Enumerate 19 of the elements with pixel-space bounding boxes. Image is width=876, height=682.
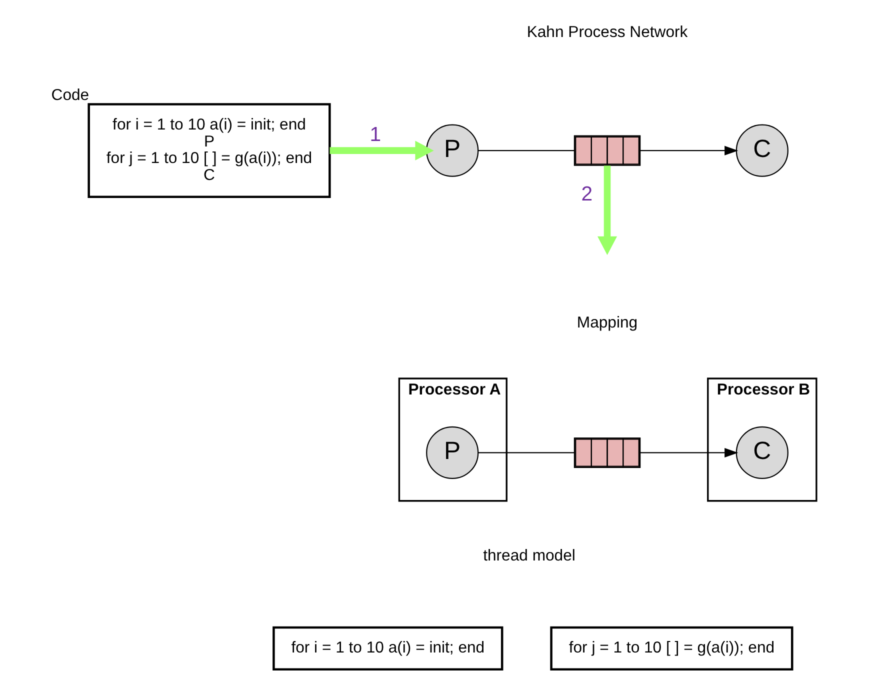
- connector: [478, 150, 574, 152]
- node-circle: C: [735, 124, 788, 177]
- node-box: for j = 1 to 10 [ ] = g(a(i)); end: [550, 626, 793, 670]
- node-box: for i = 1 to 10 a(i) = init; end P for j = 1 to 10 [ ] = g(a(i)); end C: [87, 103, 330, 198]
- node-circle: C: [735, 426, 788, 479]
- node-circle: P: [426, 426, 478, 479]
- arrow: [329, 140, 434, 160]
- arrow: [640, 448, 738, 458]
- connector: [478, 452, 574, 454]
- label: Kahn Process Network: [526, 24, 688, 42]
- node-label: Code: [50, 86, 89, 104]
- arrow: [597, 166, 617, 256]
- node-box: for i = 1 to 10 a(i) = init; end: [272, 626, 503, 670]
- label: Mapping: [576, 314, 638, 332]
- node-circle: P: [426, 124, 478, 177]
- label: thread model: [482, 547, 575, 564]
- edge-label: 1: [369, 124, 381, 146]
- arrow: [640, 146, 738, 156]
- edge-label: 2: [580, 184, 592, 206]
